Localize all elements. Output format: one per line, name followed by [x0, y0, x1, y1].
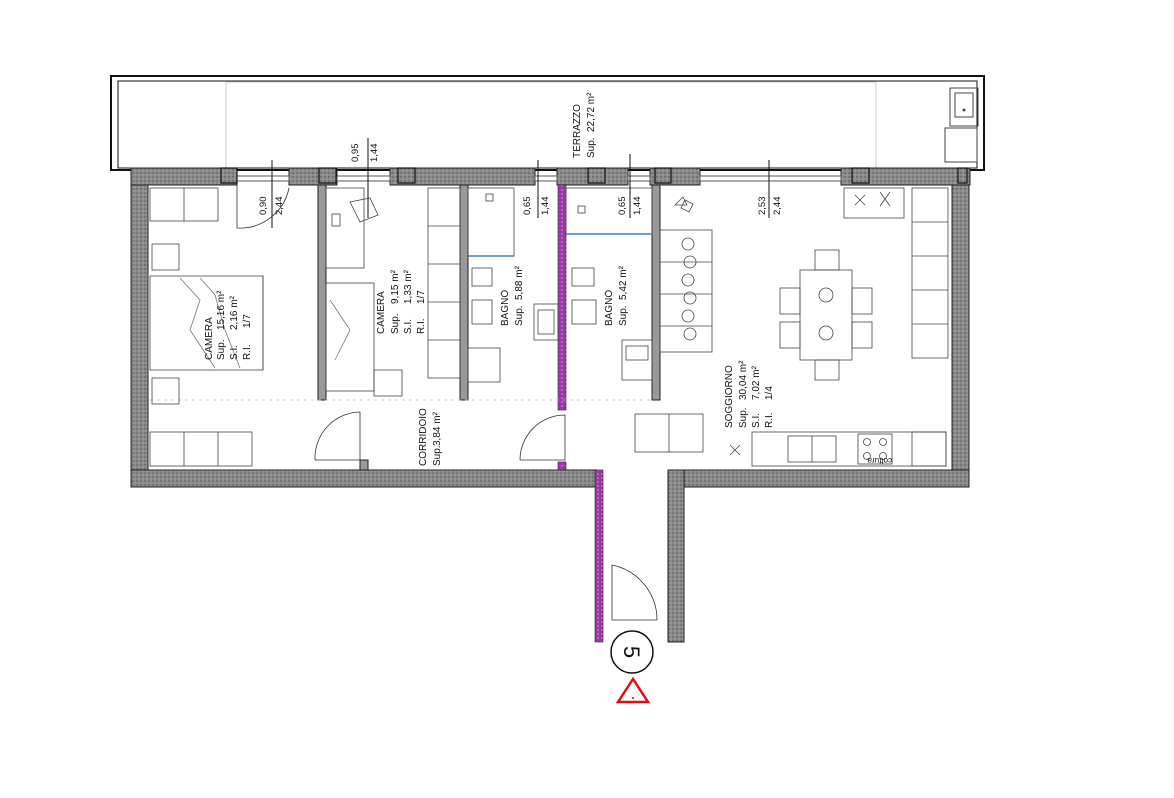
svg-text:1/7: 1/7	[416, 290, 427, 304]
svg-text:Sup.: Sup.	[586, 137, 597, 158]
svg-text:Sup.: Sup.	[216, 339, 227, 360]
svg-text:Sup.: Sup.	[738, 407, 749, 428]
doors	[150, 185, 658, 621]
apartment-number: 5	[619, 646, 644, 658]
op1-width: 0,90	[258, 197, 269, 216]
svg-text:S.I.: S.I.	[403, 319, 414, 334]
room-name: CORRIDOIO	[418, 408, 429, 466]
room-name: CAMERA	[376, 291, 387, 334]
op2-height: 1,44	[369, 144, 380, 163]
bathroom-fixtures	[467, 187, 653, 383]
cooktop-label: cottura	[867, 456, 892, 465]
partition-walls	[557, 184, 604, 643]
outer-walls	[130, 184, 970, 643]
op5-width: 2,53	[757, 197, 768, 216]
svg-text:5,88 m²: 5,88 m²	[514, 265, 525, 300]
plant-icon	[674, 196, 694, 213]
svg-text:Sup.: Sup.	[390, 313, 401, 334]
apartment-badge: 5	[610, 630, 654, 674]
outdoor-sink-icon	[944, 87, 979, 163]
windows	[236, 175, 842, 182]
svg-text:S.I.: S.I.	[751, 413, 762, 428]
living-furniture	[634, 187, 949, 467]
op5-height: 2,44	[772, 197, 783, 216]
room-name: SOGGIORNO	[724, 365, 735, 428]
svg-text:30,04 m²: 30,04 m²	[738, 360, 749, 400]
svg-text:Sup.: Sup.	[432, 445, 443, 466]
op3-width: 0,65	[522, 197, 533, 216]
svg-text:1/7: 1/7	[242, 314, 253, 328]
camera1-furniture	[149, 187, 264, 467]
room-label-bagno1: BAGNO Sup. 5,88 m²	[500, 265, 525, 326]
room-name: BAGNO	[604, 290, 615, 326]
op4-height: 1,44	[632, 197, 643, 216]
svg-text:R.I.: R.I.	[242, 344, 253, 360]
svg-text:Sup.: Sup.	[514, 305, 525, 326]
svg-text:Sup.: Sup.	[618, 305, 629, 326]
dimension-ticks	[271, 138, 770, 228]
svg-text:7,02 m²: 7,02 m²	[751, 365, 762, 400]
room-label-camera2: CAMERA Sup. 9,15 m² S.I. 1,33 m² R.I. 1/…	[376, 269, 427, 334]
room-label-camera1: CAMERA Sup. 15,16 m² S.I. 2,16 m² R.I. 1…	[204, 290, 253, 360]
svg-text:3,84 m²: 3,84 m²	[432, 411, 443, 446]
svg-text:9,15 m²: 9,15 m²	[390, 269, 401, 304]
op1-height: 2,44	[274, 197, 285, 216]
interior-walls	[317, 184, 661, 471]
room-name: BAGNO	[500, 290, 511, 326]
svg-text:2,16 m²: 2,16 m²	[229, 295, 240, 330]
pillars	[220, 167, 968, 184]
room-name: TERRAZZO	[572, 104, 583, 158]
room-label-corridoio: CORRIDOIO Sup. 3,84 m²	[418, 408, 443, 466]
entrance-marker-icon	[615, 676, 651, 704]
camera2-furniture	[325, 187, 461, 397]
svg-text:R.I.: R.I.	[416, 318, 427, 334]
svg-text:1,33 m²: 1,33 m²	[403, 269, 414, 304]
svg-text:S.I.: S.I.	[229, 345, 240, 360]
svg-text:5,42 m²: 5,42 m²	[618, 265, 629, 300]
room-name: CAMERA	[204, 317, 215, 360]
svg-text:1/4: 1/4	[764, 386, 775, 400]
room-label-terrazzo: TERRAZZO Sup. 22,72 m²	[572, 92, 597, 158]
room-label-soggiorno: SOGGIORNO Sup. 30,04 m² S.I. 7,02 m² R.I…	[724, 360, 775, 428]
op4-width: 0,65	[617, 197, 628, 216]
svg-text:R.I.: R.I.	[764, 412, 775, 428]
terrace	[110, 75, 985, 171]
op2-width: 0,95	[350, 144, 361, 163]
op3-height: 1,44	[540, 197, 551, 216]
room-label-bagno2: BAGNO Sup. 5,42 m²	[604, 265, 629, 326]
svg-text:22,72 m²: 22,72 m²	[586, 92, 597, 132]
svg-text:15,16 m²: 15,16 m²	[216, 290, 227, 330]
